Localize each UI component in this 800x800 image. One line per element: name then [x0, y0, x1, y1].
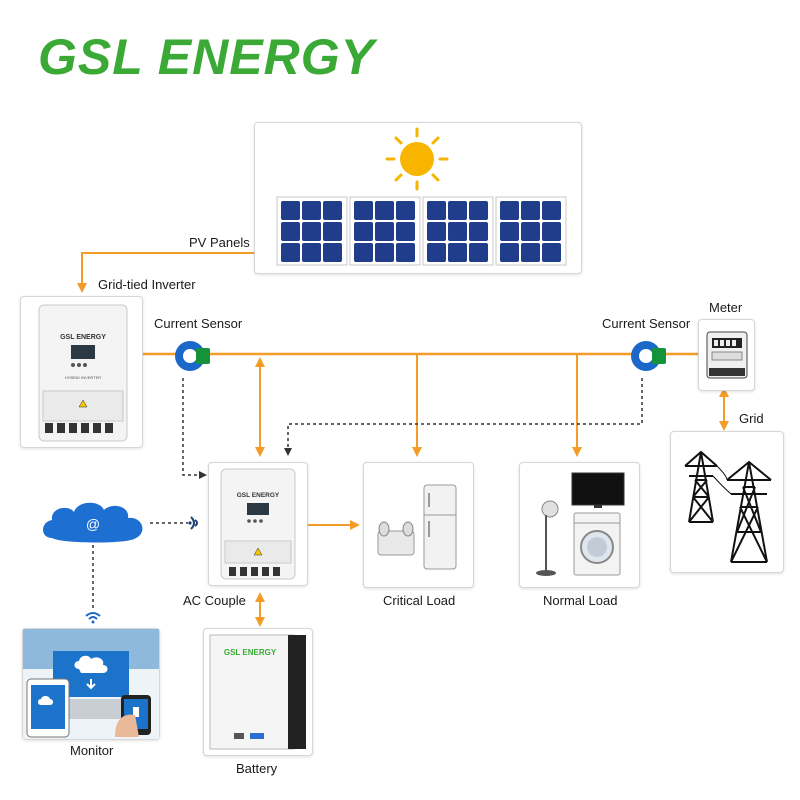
meter-box — [698, 319, 755, 391]
current-sensor-icon — [175, 341, 210, 371]
label-normal-load: Normal Load — [543, 593, 618, 608]
normal-load-box — [519, 462, 640, 588]
grid-box — [670, 431, 784, 573]
wifi-icon — [85, 612, 101, 624]
floor-lamp-icon — [536, 500, 559, 576]
washing-machine-icon — [573, 512, 621, 576]
svg-text:GSL ENERGY: GSL ENERGY — [224, 648, 277, 657]
laptop-icon — [23, 629, 159, 739]
refrigerator-icon — [423, 484, 457, 570]
svg-text:@: @ — [86, 516, 100, 532]
monitor-box — [22, 628, 160, 740]
label-critical-load: Critical Load — [383, 593, 456, 608]
wifi-icon — [188, 516, 198, 530]
solar-panel-icon — [276, 196, 567, 266]
tv-icon — [571, 472, 625, 508]
left-sensor-signal — [182, 378, 207, 479]
label-monitor: Monitor — [70, 743, 114, 758]
sun-icon — [385, 127, 449, 191]
label-ac-couple: AC Couple — [183, 593, 246, 608]
svg-text:GSL ENERGY: GSL ENERGY — [237, 492, 280, 499]
pv-illustration — [276, 127, 567, 266]
svg-text:HYBRID INVERTER: HYBRID INVERTER — [65, 375, 101, 380]
label-battery: Battery — [236, 761, 278, 776]
label-pv-panels: PV Panels — [189, 235, 250, 250]
label-meter: Meter — [709, 300, 743, 315]
battery-box: GSL ENERGY — [203, 628, 313, 756]
pv-to-inverter-wire — [77, 252, 254, 293]
cloud-icon: @ — [43, 502, 143, 543]
label-grid: Grid — [739, 411, 764, 426]
current-sensor-icon — [631, 341, 666, 371]
ac-couple-inverter: GSL ENERGY — [208, 462, 308, 586]
grid-tied-inverter: GSL ENERGY HYBRID INVERTER — [20, 296, 143, 448]
transmission-tower-icon — [684, 450, 772, 563]
battery-icon: GSL ENERGY — [209, 634, 306, 750]
svg-text:GSL ENERGY: GSL ENERGY — [60, 334, 106, 341]
right-sensor-signal — [284, 378, 643, 456]
label-current-sensor-left: Current Sensor — [154, 316, 243, 331]
pv-panels-box — [254, 122, 582, 274]
meter-icon — [706, 331, 748, 379]
label-grid-tied-inverter: Grid-tied Inverter — [98, 277, 196, 292]
label-current-sensor-right: Current Sensor — [602, 316, 691, 331]
emergency-light-icon — [377, 521, 415, 556]
critical-load-box — [363, 462, 474, 588]
brand-logo: GSL ENERGY — [38, 29, 375, 85]
